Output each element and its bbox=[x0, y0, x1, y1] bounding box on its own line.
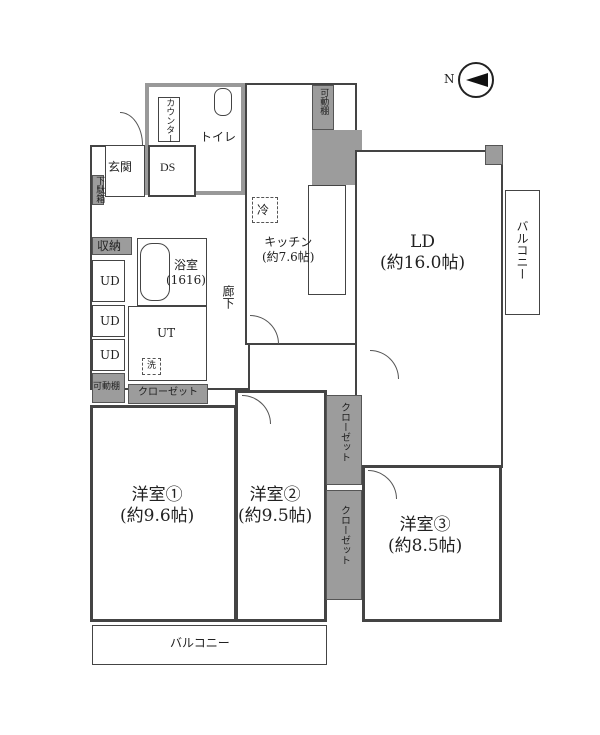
room2 bbox=[235, 390, 327, 622]
shelf-top bbox=[312, 85, 334, 130]
ud-3 bbox=[92, 339, 125, 371]
ut-room bbox=[128, 306, 207, 381]
closet-ut-label: クローゼット bbox=[138, 387, 198, 398]
closet-b bbox=[326, 490, 362, 600]
entrance-label: 玄関 bbox=[108, 160, 133, 174]
kitchen-name: キッチン bbox=[264, 235, 313, 249]
ds-room bbox=[148, 145, 196, 197]
balcony-bottom-label: バルコニー bbox=[170, 636, 230, 650]
balcony-right bbox=[505, 190, 540, 315]
ud2-label: UD bbox=[100, 314, 120, 328]
counter-label: カウンター bbox=[164, 98, 175, 143]
closet-a-label: クローゼット bbox=[338, 402, 350, 462]
shoe-box bbox=[92, 175, 104, 205]
ld-label: LD(約16.0帖) bbox=[380, 232, 465, 275]
closet-a bbox=[326, 395, 362, 485]
hallway-label: 廊下 bbox=[221, 285, 235, 309]
washer-label: 洗 bbox=[142, 358, 162, 376]
room1 bbox=[90, 405, 237, 622]
ds-label: DS bbox=[160, 160, 176, 174]
room1-name: 洋室① bbox=[131, 485, 183, 505]
ld-name: LD bbox=[410, 232, 436, 252]
fridge-space bbox=[252, 197, 278, 223]
ud3-label: UD bbox=[100, 348, 120, 362]
room1-label: 洋室①(約9.6帖) bbox=[120, 485, 194, 528]
toilet-label: トイレ bbox=[200, 130, 237, 144]
entrance-door[interactable] bbox=[120, 112, 143, 145]
bath-label: 浴室(1616) bbox=[166, 258, 206, 288]
bath-size: (1616) bbox=[166, 273, 206, 287]
shelf-left-label: 可動棚 bbox=[93, 382, 121, 392]
kitchen-counter bbox=[308, 185, 346, 295]
shoe-box-label: 下駄箱 bbox=[94, 176, 105, 203]
north-compass-icon bbox=[458, 62, 494, 98]
ld-size: (約16.0帖) bbox=[380, 253, 466, 274]
ut-label: UT bbox=[157, 326, 176, 340]
room3-size: (約8.5帖) bbox=[388, 536, 463, 557]
shelf-left bbox=[92, 373, 125, 403]
fridge-label: 冷 bbox=[257, 203, 270, 217]
bath-name: 浴室 bbox=[173, 258, 198, 272]
ld-room bbox=[355, 150, 503, 468]
room3-label: 洋室③(約8.5帖) bbox=[388, 515, 462, 558]
storage bbox=[92, 237, 132, 255]
kitchen-label: キッチン(約7.6帖) bbox=[262, 235, 314, 265]
room2-label: 洋室②(約9.5帖) bbox=[238, 485, 312, 528]
entrance-room bbox=[105, 145, 145, 197]
ud-1 bbox=[92, 260, 125, 302]
kitchen-wall bbox=[312, 130, 362, 185]
room3-name: 洋室③ bbox=[399, 515, 451, 535]
kitchen-size: (約7.6帖) bbox=[262, 250, 315, 264]
toilet-fixture bbox=[214, 88, 232, 116]
storage-label: 収納 bbox=[97, 239, 122, 253]
bathtub bbox=[140, 243, 170, 301]
closet-ut bbox=[128, 384, 208, 404]
room1-size: (約9.6帖) bbox=[120, 506, 195, 527]
north-label: N bbox=[444, 72, 455, 86]
room2-size: (約9.5帖) bbox=[238, 506, 313, 527]
counter bbox=[158, 97, 180, 142]
ld-corner bbox=[485, 145, 503, 165]
room2-name: 洋室② bbox=[249, 485, 301, 505]
shelf-top-label: 可動棚 bbox=[318, 88, 329, 115]
balcony-right-label: バルコニー bbox=[515, 220, 529, 280]
closet-b-label: クローゼット bbox=[338, 505, 350, 565]
ud1-label: UD bbox=[100, 274, 120, 288]
balcony-bottom bbox=[92, 625, 327, 665]
ud-2 bbox=[92, 305, 125, 337]
